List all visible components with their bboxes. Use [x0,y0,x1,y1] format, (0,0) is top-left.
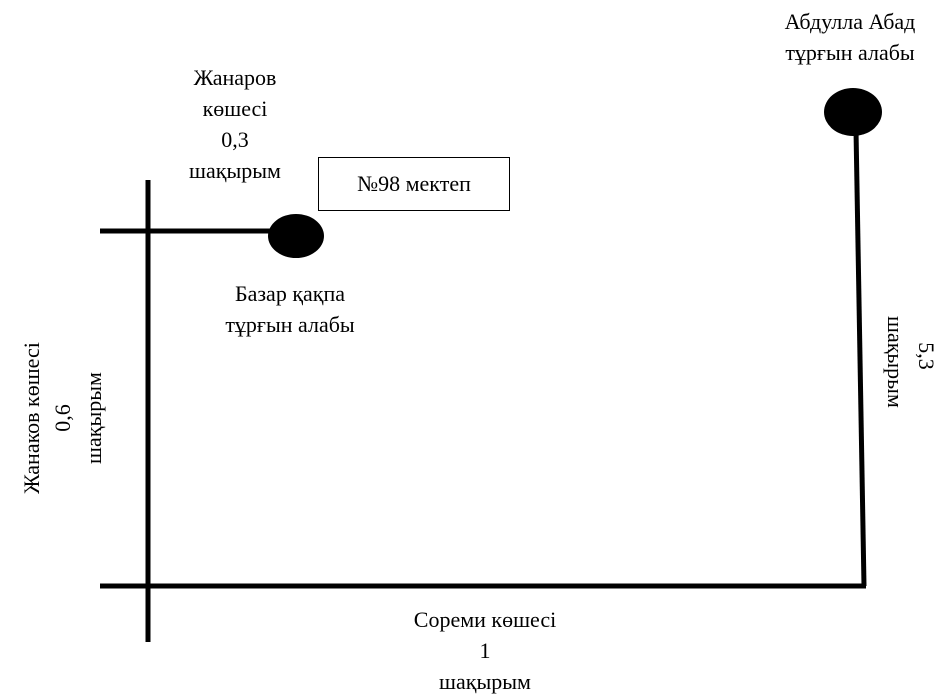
bazar-district-type: тұрғын алабы [225,312,355,337]
abdulla-district-type: тұрғын алабы [785,40,915,65]
bazar-district-name: Базар қақпа [234,281,346,306]
bazar-district-marker [268,214,324,258]
soremi-distance-unit: шақырым [439,669,531,694]
east-road-line [853,129,867,587]
soremi-street-label: Сореми көшесі 1 шақырым [375,604,595,697]
zhanarov-distance-unit: шақырым [189,158,281,183]
east-distance-value: 5,3 [914,342,939,370]
east-distance-unit: шақырым [883,316,908,408]
zhanakov-distance-unit: шақырым [81,372,106,464]
soremi-street-name: Сореми көшесі [413,607,557,632]
zhanarov-street-name: Жанаров [193,65,277,90]
zhanarov-distance-value: 0,3 [221,127,249,152]
soremi-distance-value: 1 [479,638,491,663]
abdulla-district-marker [824,88,882,136]
zhanarov-street-word: көшесі [202,96,268,121]
zhanakov-distance-value: 0,6 [50,404,75,432]
zhanakov-street-name: Жанаков көшесі [19,342,44,494]
bazar-district-label: Базар қақпа тұрғын алабы [200,278,380,340]
abdulla-district-name: Абдулла Абад [784,9,916,34]
zhanakov-street-label: Жанаков көшесі 0,6 шақырым [16,303,116,533]
east-distance-label: 5,3 шақырым [880,316,942,408]
school-box: №98 мектеп [318,157,510,211]
zhanarov-street-label: Жанаров көшесі 0,3 шақырым [175,62,295,186]
abdulla-district-label: Абдулла Абад тұрғын алабы [755,6,945,68]
